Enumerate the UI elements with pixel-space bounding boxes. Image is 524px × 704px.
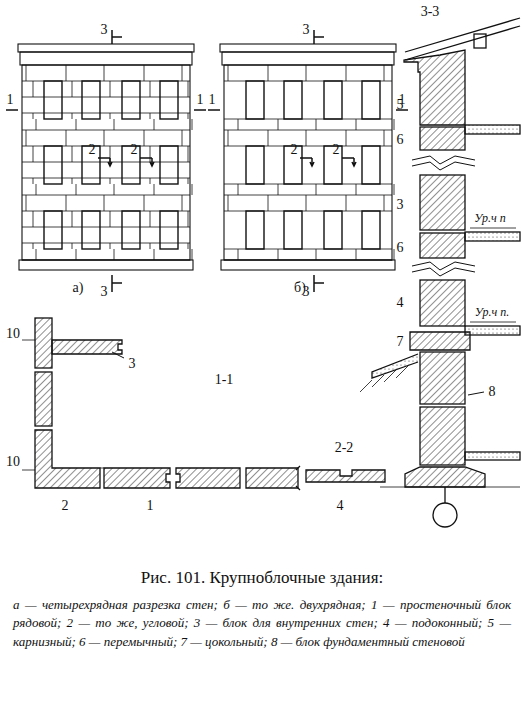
callout-number: 8 xyxy=(489,385,496,399)
facade-elevation xyxy=(208,30,408,292)
callout-number: Ур.ч п. xyxy=(475,306,509,318)
callout-number: 1 xyxy=(197,93,204,107)
callout-number: Ур.ч п xyxy=(474,212,505,224)
callout-number: 3 xyxy=(129,357,136,371)
callout-number: 3 xyxy=(101,23,108,37)
callout-number: 2 xyxy=(131,143,138,157)
callout-number: 6 xyxy=(397,241,404,255)
callout-number: 6 xyxy=(397,133,404,147)
callout-number: 4 xyxy=(397,296,404,310)
facade xyxy=(6,30,408,292)
figure-caption: Рис. 101. Крупноблочные здания: xyxy=(0,568,524,588)
callout-number: 3-3 xyxy=(421,5,440,19)
callout-number: 2 xyxy=(333,143,340,157)
wall-plan xyxy=(22,318,385,490)
legend-text: а — четырехрядная разрезка стен; б — то … xyxy=(13,596,511,651)
callout-number: 3 xyxy=(303,23,310,37)
callout-number: 1 xyxy=(147,499,154,513)
callout-number: 1-1 xyxy=(215,373,234,387)
callout-number: 4 xyxy=(337,499,344,513)
wall-section xyxy=(360,18,520,527)
callout-number: 2 xyxy=(62,499,69,513)
callout-number: 3 xyxy=(397,198,404,212)
callout-number: 10 xyxy=(6,327,20,341)
facade-elevation xyxy=(6,30,206,292)
callout-number: 2-2 xyxy=(335,441,354,455)
callout-number: 2 xyxy=(291,143,298,157)
callout-number: 1 xyxy=(209,93,216,107)
callout-number: 7 xyxy=(397,335,404,349)
callout-number: 3 xyxy=(101,285,108,299)
callout-number: 1 xyxy=(7,93,14,107)
callout-number: а) xyxy=(73,281,84,295)
callout-number: 2 xyxy=(89,143,96,157)
callout-number: 5 xyxy=(397,98,404,112)
callout-number: 3 xyxy=(303,285,310,299)
callout-number: 10 xyxy=(6,455,20,469)
